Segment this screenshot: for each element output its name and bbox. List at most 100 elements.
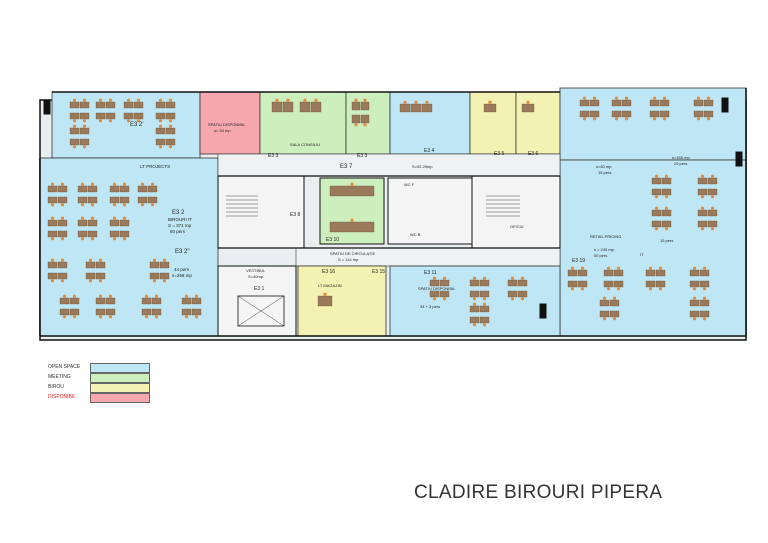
desk	[47, 261, 58, 269]
desk	[699, 299, 710, 307]
desk	[85, 272, 96, 280]
label-e3-7: E3 7	[340, 164, 353, 170]
zone-e3-4	[389, 91, 471, 155]
label-wc-f: WC F	[404, 182, 415, 187]
desk	[59, 308, 70, 316]
desk	[47, 230, 58, 238]
desk	[661, 220, 672, 228]
desk	[181, 308, 192, 316]
chair	[592, 96, 597, 100]
chair	[275, 98, 279, 102]
desk	[697, 209, 708, 217]
chair	[136, 119, 141, 123]
desk	[699, 280, 710, 288]
chair	[700, 195, 705, 199]
chair	[510, 297, 515, 301]
chair	[702, 317, 707, 321]
label-e3-5: E3 5	[494, 151, 505, 157]
desk	[57, 261, 68, 269]
chair	[323, 292, 327, 296]
chair	[126, 98, 131, 102]
label-retail-pers: 50 pers	[594, 253, 607, 258]
label-right-pers: 29 pers	[674, 161, 687, 166]
chair	[363, 98, 367, 102]
desk	[659, 110, 670, 118]
chair	[654, 174, 659, 178]
chair	[526, 100, 530, 104]
desk	[147, 185, 158, 193]
chair	[60, 182, 65, 186]
chair	[122, 182, 127, 186]
desk	[689, 310, 700, 318]
desk	[469, 305, 480, 313]
chair	[614, 96, 619, 100]
chair	[692, 266, 697, 270]
desk	[469, 316, 480, 324]
label-lt-magazin: LT MAGAZIN	[318, 283, 342, 288]
chair	[150, 203, 155, 207]
label-vestibul-area: S=40mp	[248, 274, 264, 279]
desk	[621, 110, 632, 118]
chair	[150, 182, 155, 186]
legend-label: BIROU	[48, 384, 64, 390]
desk	[661, 209, 672, 217]
legend-item-disponibil: DISPONIBIL	[48, 392, 208, 403]
desk	[310, 101, 322, 113]
desk	[649, 99, 660, 107]
desk	[191, 297, 202, 305]
chair	[122, 203, 127, 207]
chair	[520, 276, 525, 280]
chair	[82, 119, 87, 123]
desk	[613, 280, 624, 288]
chair	[482, 302, 487, 306]
label-e3-3: E3 3	[268, 153, 279, 159]
desk	[479, 305, 490, 313]
chair	[72, 145, 77, 149]
desk	[699, 269, 710, 277]
desk	[109, 185, 120, 193]
chair	[363, 123, 367, 127]
chair	[60, 237, 65, 241]
desk	[119, 196, 130, 204]
zone-e3-5	[469, 91, 517, 155]
chair	[700, 206, 705, 210]
desk	[707, 177, 718, 185]
chair	[580, 287, 585, 291]
desk	[147, 196, 158, 204]
label-sala-consiliu: SALA CONSILIU	[290, 142, 320, 147]
chair	[72, 124, 77, 128]
chair	[60, 203, 65, 207]
label-e3-2-dbl: E3 2''	[175, 249, 190, 255]
chair	[154, 315, 159, 319]
chair	[488, 100, 492, 104]
chair	[654, 195, 659, 199]
desk	[79, 101, 90, 109]
chair	[112, 182, 117, 186]
chair	[700, 174, 705, 178]
desk	[155, 101, 166, 109]
chair	[350, 218, 354, 222]
desk	[517, 290, 528, 298]
chair	[710, 174, 715, 178]
desk	[85, 261, 96, 269]
desk	[69, 308, 80, 316]
chair	[88, 258, 93, 262]
legend-item-open-space: OPEN SPACE	[48, 362, 208, 373]
desk	[133, 101, 144, 109]
chair	[108, 315, 113, 319]
desk	[469, 279, 480, 287]
desk	[707, 209, 718, 217]
label-e3-4: E3 4	[424, 148, 435, 154]
desk	[47, 196, 58, 204]
chair	[706, 96, 711, 100]
chair	[616, 266, 621, 270]
chair	[710, 227, 715, 231]
desk	[119, 219, 130, 227]
chair	[90, 182, 95, 186]
label-e3-10: E3 10	[326, 237, 339, 243]
chair	[80, 182, 85, 186]
chair	[696, 96, 701, 100]
chair	[50, 237, 55, 241]
desk	[109, 196, 120, 204]
desk	[689, 299, 700, 307]
